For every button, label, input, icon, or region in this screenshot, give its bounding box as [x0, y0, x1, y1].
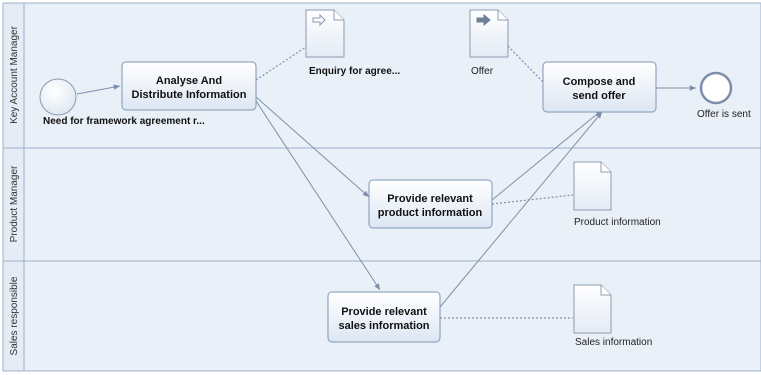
- document-sales-information-label: Sales information: [575, 337, 652, 348]
- message-arrow-filled-icon: [476, 13, 491, 27]
- end-event-label: Offer is sent: [697, 109, 751, 120]
- task-compose-send-offer[interactable]: Compose and send offer: [542, 61, 657, 113]
- task-sales-information[interactable]: Provide relevant sales information: [327, 291, 441, 343]
- document-enquiry-label: Enquiry for agree...: [309, 66, 400, 77]
- task-analyse-distribute[interactable]: Analyse And Distribute Information: [121, 61, 257, 111]
- lane-label-product-manager: Product Manager: [9, 165, 20, 242]
- end-event-circle[interactable]: [699, 71, 733, 105]
- document-product-information-label: Product information: [574, 217, 661, 228]
- end-event[interactable]: Offer is sent: [697, 71, 751, 120]
- start-event[interactable]: Need for framework agreement r...: [39, 78, 205, 127]
- task-product-line2: product information: [378, 207, 483, 219]
- task-product-information[interactable]: Provide relevant product information: [368, 179, 493, 229]
- flow-sales-to-compose[interactable]: [439, 111, 603, 308]
- task-sales-line1: Provide relevant: [341, 306, 427, 318]
- associations: [255, 45, 574, 319]
- document-offer[interactable]: Offer: [469, 9, 509, 77]
- message-arrow-outline-icon: [312, 13, 326, 27]
- flow-product-to-compose[interactable]: [491, 109, 603, 201]
- task-product-line1: Provide relevant: [387, 193, 473, 205]
- task-analyse-line1: Analyse And: [156, 75, 222, 87]
- document-sales-information[interactable]: Sales information: [573, 284, 652, 348]
- assoc-analyse-enquiry[interactable]: [255, 46, 307, 81]
- flow-start-to-analyse[interactable]: [76, 84, 121, 95]
- sequence-flows: [76, 84, 696, 308]
- task-compose-line1: Compose and: [563, 76, 636, 88]
- task-compose-line2: send offer: [572, 90, 626, 102]
- task-sales-line2: sales information: [338, 320, 429, 332]
- start-event-circle[interactable]: [39, 78, 77, 116]
- assoc-offer-compose[interactable]: [507, 45, 544, 83]
- start-event-label: Need for framework agreement r...: [43, 116, 205, 127]
- document-enquiry[interactable]: Enquiry for agree...: [305, 9, 400, 77]
- flow-analyse-to-product[interactable]: [255, 96, 370, 198]
- document-offer-label: Offer: [471, 66, 494, 77]
- document-product-information[interactable]: Product information: [573, 161, 661, 228]
- assoc-product-info[interactable]: [491, 194, 574, 205]
- task-analyse-line2: Distribute Information: [132, 89, 247, 101]
- flow-analyse-to-sales[interactable]: [255, 100, 381, 291]
- lane-label-key-account-manager: Key Account Manager: [9, 25, 20, 124]
- lane-label-sales-responsible: Sales responsible: [9, 276, 20, 355]
